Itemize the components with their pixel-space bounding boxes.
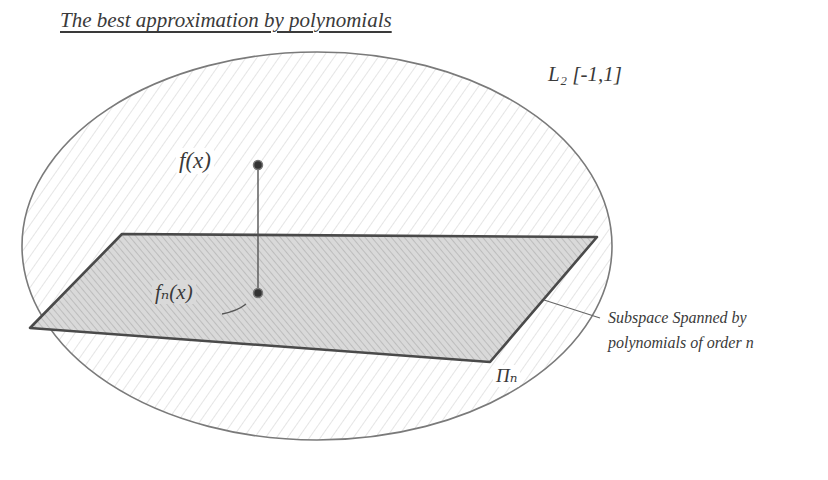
projection-line xyxy=(257,169,258,289)
vector-label: f(x) xyxy=(176,148,214,174)
hilbert-space-ellipse: L₂ [-1,1]Πₙ xyxy=(20,50,614,442)
node-label: Πₙ xyxy=(493,365,520,387)
point-f xyxy=(254,161,263,170)
node-label: L₂ [-1,1] xyxy=(545,62,625,86)
point-fn xyxy=(254,289,263,298)
diagram-title: The best approximation by polynomials xyxy=(60,8,392,33)
ellipse-outline xyxy=(22,52,612,440)
subspace-plane: Πₙ xyxy=(28,233,600,395)
projection-label: fₙ(x) xyxy=(152,280,196,304)
subspace-note: Subspace Spanned by polynomials of order… xyxy=(605,306,796,356)
plane-outline xyxy=(30,234,597,362)
plane-fill xyxy=(30,234,597,362)
